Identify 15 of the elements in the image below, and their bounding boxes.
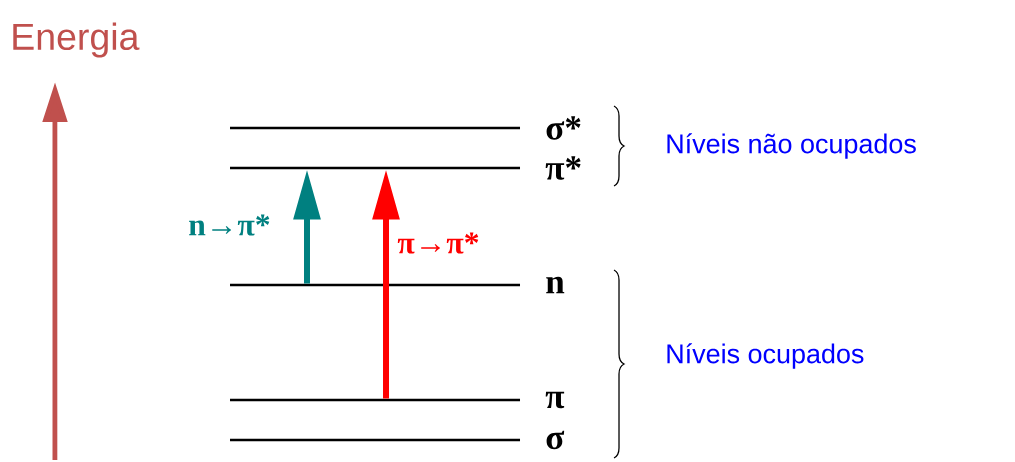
energy-level-line	[230, 126, 520, 130]
level-label: σ*	[546, 116, 581, 140]
level-label: σ	[546, 430, 565, 450]
level-label: π	[545, 391, 565, 409]
energy-level-line	[230, 283, 520, 287]
edge-label: π→π*	[396, 231, 481, 255]
energy-level-line	[230, 166, 520, 170]
energy-level-line	[230, 438, 520, 442]
group-label: Níveis não ocupados	[667, 133, 916, 159]
level-label: n	[546, 276, 565, 294]
level-label: π*	[545, 156, 581, 180]
group-label: Níveis ocupados	[667, 343, 864, 369]
energy-level-line	[230, 398, 520, 402]
axis-title: Energia	[13, 22, 140, 58]
edge-label: n→π*	[187, 213, 272, 237]
